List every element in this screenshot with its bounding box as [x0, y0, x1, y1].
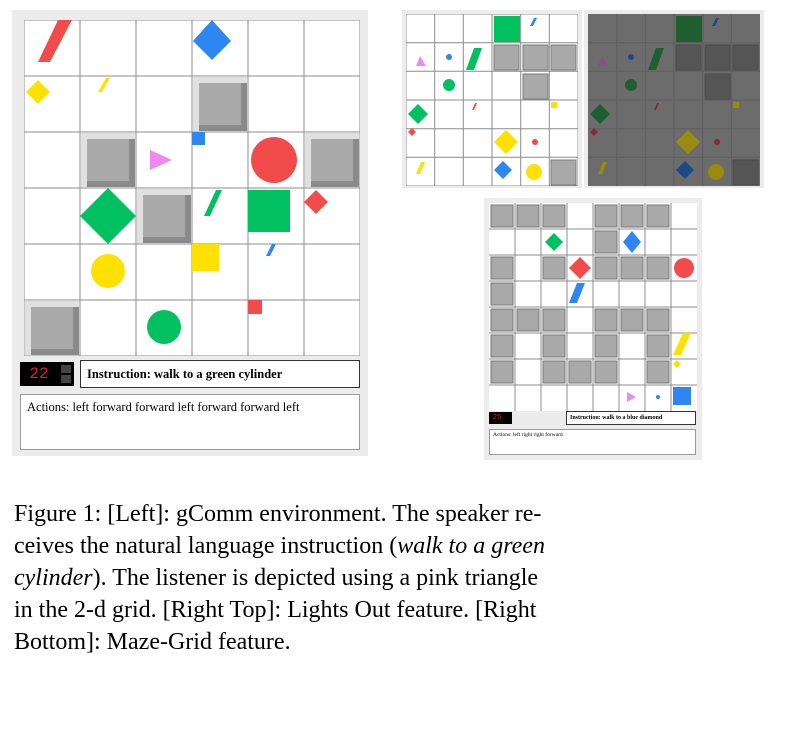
- yellow-cylinder-small: [98, 78, 110, 92]
- caption-italic-instruction-end: cylinder: [14, 565, 93, 591]
- caption-line-3: cylinder). The listener is depicted usin…: [14, 562, 776, 594]
- maze-counter-spinner[interactable]: [505, 412, 512, 424]
- maze-walls: [490, 204, 670, 384]
- actions-box: Actions: left forward forward left forwa…: [20, 394, 360, 450]
- blue-cylinder: [569, 283, 585, 303]
- green-cylinder: [204, 190, 222, 216]
- lights-on-grid: [406, 14, 578, 186]
- blue-square-small: [192, 132, 205, 145]
- wall-block: [25, 301, 79, 355]
- red-diamond: [569, 257, 591, 279]
- wall-block: [81, 133, 135, 187]
- blue-dot: [656, 395, 660, 399]
- red-cylinder-large: [38, 20, 72, 62]
- wall-blocks: [25, 77, 359, 355]
- wall-block: [137, 189, 191, 243]
- yellow-square: [192, 244, 219, 271]
- maze-grid-panel: 25 Instruction: walk to a blue diamond A…: [484, 198, 702, 460]
- counter-spinner[interactable]: [58, 362, 74, 386]
- wall-block: [193, 77, 247, 131]
- yellow-diamond-small: [26, 80, 50, 104]
- maze-step-counter: 25: [489, 412, 505, 424]
- blue-cylinder-small: [266, 244, 276, 256]
- maze-actions-box: Actions: left right right forward: [489, 429, 696, 455]
- green-square-large: [248, 190, 290, 232]
- left-grid-svg: [24, 20, 360, 356]
- lights-out-grid: [588, 14, 760, 186]
- green-diamond-large: [80, 188, 136, 244]
- yellow-diamond-tiny: [673, 360, 681, 368]
- red-diamond-small: [304, 190, 328, 214]
- wall-block: [305, 133, 359, 187]
- listener-pink-triangle: [150, 150, 172, 170]
- red-square-small: [248, 300, 262, 314]
- lights-on-panel: [402, 10, 582, 188]
- caption-italic-instruction: walk to a green: [397, 533, 545, 559]
- step-counter: 22: [20, 362, 58, 386]
- caption-line-1: Figure 1: [Left]: gComm environment. The…: [14, 501, 542, 527]
- figure-caption: Figure 1: [Left]: gComm environment. The…: [14, 498, 776, 658]
- green-circle: [147, 310, 181, 344]
- red-circle-large: [251, 137, 297, 183]
- yellow-circle: [91, 254, 125, 288]
- caption-text: ). The listener is depicted using a pink…: [92, 565, 539, 591]
- target-blue-diamond: [623, 231, 641, 253]
- blue-diamond: [193, 20, 231, 60]
- caption-line-2: ceives the natural language instruction …: [14, 530, 776, 562]
- maze-grid: [489, 203, 697, 411]
- maze-instruction-box: Instruction: walk to a blue diamond: [566, 411, 696, 425]
- caption-text: ceives the natural language instruction …: [14, 533, 398, 559]
- blue-square: [673, 387, 691, 405]
- caption-line-4: in the 2-d grid. [Right Top]: Lights Out…: [14, 597, 537, 623]
- instruction-box: Instruction: walk to a green cylinder: [80, 360, 360, 388]
- left-grid: [24, 20, 360, 356]
- yellow-cylinder: [673, 333, 691, 355]
- red-circle: [674, 258, 694, 278]
- spinner-arrows-icon: [61, 365, 71, 383]
- lights-out-panel: [584, 10, 764, 188]
- caption-line-5: Bottom]: Maze-Grid feature.: [14, 629, 291, 655]
- green-diamond-small: [545, 233, 563, 251]
- listener-pink-triangle-maze: [627, 392, 636, 402]
